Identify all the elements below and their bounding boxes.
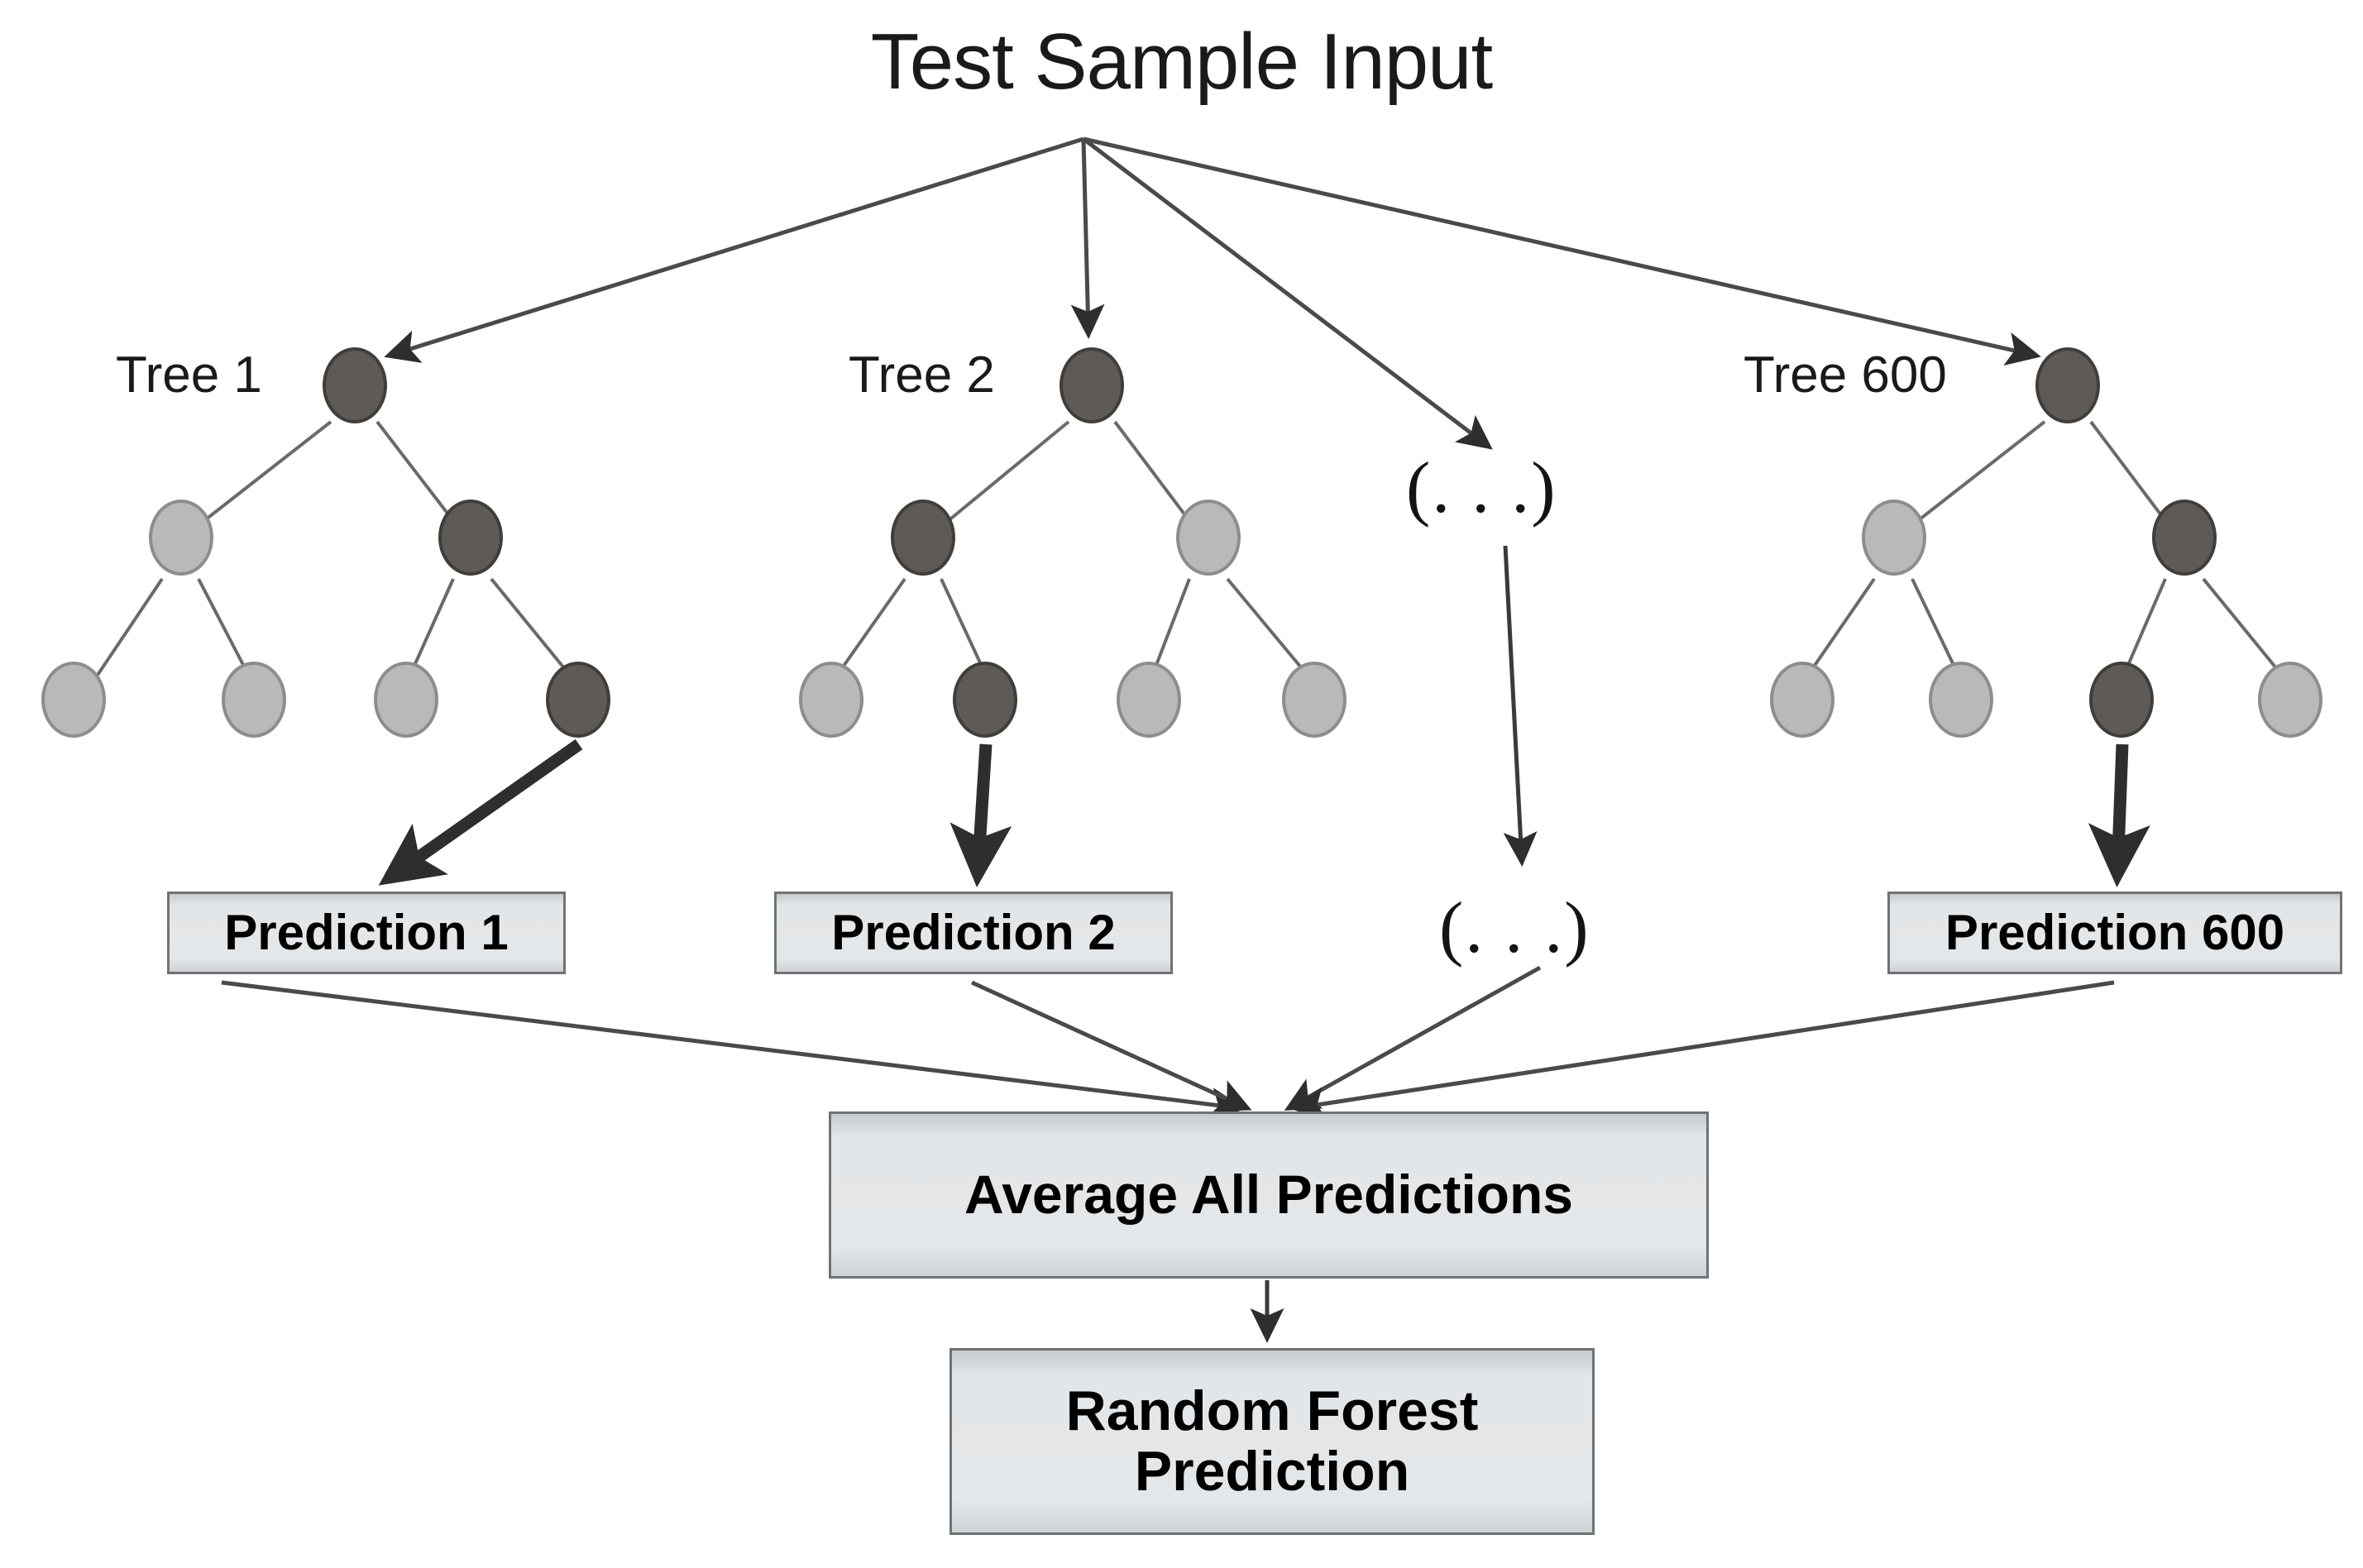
tree2-edge-root-left: [941, 420, 1070, 527]
tree2-leaf-node-1: [799, 662, 863, 738]
arrow-prediction1-to-average: [221, 980, 1246, 1121]
tree600-mid-right-node: [2152, 500, 2217, 576]
arrow-tree1-leaf-to-prediction1: [378, 739, 583, 886]
tree600-edge-root-left: [1911, 420, 2046, 527]
tree1-mid-left-node: [149, 500, 213, 576]
tree1-mid-right-node: [438, 500, 503, 576]
tree-label-tree1: Tree 1: [116, 347, 262, 404]
arrow-prediction2-to-average: [970, 980, 1252, 1111]
tree1-leaf-node-4-active: [546, 662, 610, 738]
tree2-leaf-node-3: [1117, 662, 1181, 738]
tree600-leaf-node-3-active: [2089, 662, 2154, 738]
page-title: Test Sample Input: [870, 17, 1493, 106]
arrow-input-to-tree600: [1083, 136, 2041, 366]
ellipsis-top: (. . .): [1406, 448, 1557, 528]
tree600-mid-left-node: [1862, 500, 1926, 576]
tree2-edge-root-right: [1113, 420, 1194, 527]
tree600-leaf-node-1: [1770, 662, 1834, 738]
tree1-edge-root-left: [197, 420, 332, 527]
random-forest-prediction-box[interactable]: Random Forest Prediction: [950, 1348, 1595, 1535]
arrow-input-to-tree2: [1070, 138, 1105, 339]
tree1-leaf-node-1: [41, 662, 106, 738]
prediction-box-2[interactable]: Prediction 2: [774, 892, 1173, 974]
tree1-edge-l-ll: [91, 577, 164, 684]
arrow-input-to-tree1: [384, 136, 1084, 363]
arrow-tree600-leaf-to-prediction600: [2088, 743, 2150, 887]
tree2-mid-left-node: [891, 500, 955, 576]
arrow-ellipsis-top-to-bottom: [1503, 545, 1538, 867]
prediction-box-1[interactable]: Prediction 1: [167, 892, 566, 974]
prediction-convergence-arrows: [221, 965, 2115, 1121]
tree600-edge-root-right: [2089, 420, 2170, 527]
arrow-tree2-leaf-to-prediction2: [950, 743, 1012, 887]
ellipsis-bottom: (. . .): [1439, 888, 1590, 968]
arrow-ellipsis-to-average: [1284, 965, 1542, 1111]
tree2-mid-right-node: [1176, 500, 1241, 576]
final-box-line-2: Prediction: [1134, 1440, 1410, 1503]
arrow-input-to-ellipsis: [1082, 137, 1493, 450]
tree2-leaf-node-4: [1282, 662, 1347, 738]
tree600-leaf-node-4: [2258, 662, 2322, 738]
average-all-predictions-box[interactable]: Average All Predictions: [829, 1111, 1709, 1279]
tree600-root-node: [2035, 347, 2100, 423]
arrow-prediction600-to-average: [1290, 980, 2115, 1121]
tree-label-tree2: Tree 2: [849, 347, 995, 404]
tree1-leaf-node-3: [374, 662, 438, 738]
tree1-leaf-node-2: [222, 662, 286, 738]
tree-label-tree600: Tree 600: [1744, 347, 1947, 404]
leaf-to-prediction-arrows: [378, 739, 2150, 887]
final-box-line-1: Random Forest: [1065, 1379, 1479, 1442]
prediction-box-600[interactable]: Prediction 600: [1887, 892, 2342, 974]
tree1-edge-root-right: [375, 420, 458, 527]
tree2-root-node: [1060, 347, 1124, 423]
tree1-root-node: [323, 347, 387, 423]
tree600-leaf-node-2: [1929, 662, 1993, 738]
tree2-leaf-node-2-active: [953, 662, 1017, 738]
